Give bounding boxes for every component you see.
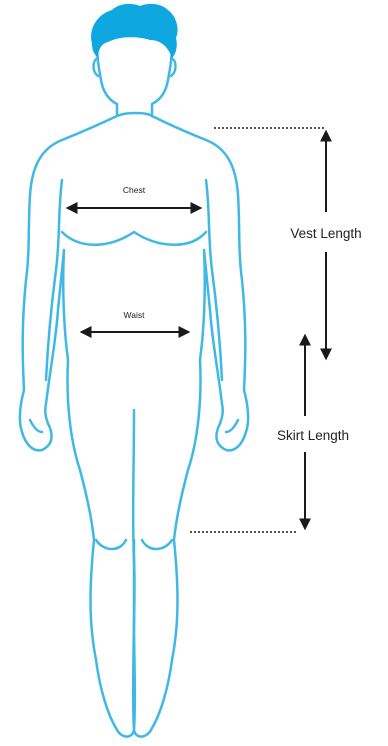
left-knee: [96, 540, 126, 549]
right-knee: [142, 540, 172, 549]
left-hand-detail: [30, 420, 42, 432]
chest-contour: [62, 232, 206, 245]
skirt-length-label: Skirt Length: [277, 428, 349, 443]
waist-label: Waist: [124, 310, 146, 320]
body-outline: [20, 12, 248, 737]
right-hand-detail: [226, 420, 238, 432]
chest-label: Chest: [123, 185, 146, 195]
hair-shape: [91, 4, 177, 58]
vest-length-label: Vest Length: [290, 226, 361, 241]
leg-separation: [133, 410, 134, 700]
